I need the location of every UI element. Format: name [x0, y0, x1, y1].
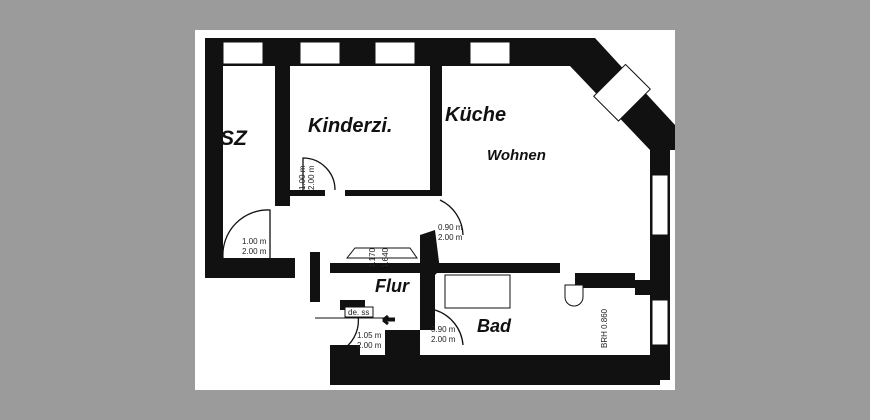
entry-sign-text: de. ss: [348, 308, 369, 317]
dim-wohnen-w: 0.90 m: [438, 223, 463, 232]
dim-entry-w: 1.05 m: [357, 331, 382, 340]
dim-entry-h: 2.00 m: [357, 341, 382, 350]
room-label-kinderzimmer: Kinderzi.: [308, 115, 392, 137]
dim-window-bad: BRH 0.860: [600, 308, 609, 348]
floor-plan-drawing: SZ Kinderzi. Küche Wohnen Flur Bad 1.00 …: [205, 38, 675, 385]
dim-sz-h: 2.00 m: [242, 247, 267, 256]
dim-wohnen-h: 2.00 m: [438, 233, 463, 242]
windows: [222, 41, 669, 346]
dim-kinder-h: 2.00 m: [307, 165, 316, 190]
bathtub: [444, 274, 511, 309]
dim-niche-a: 1.170: [368, 247, 377, 268]
dim-sz-w: 1.00 m: [242, 237, 267, 246]
room-label-kueche: Küche: [445, 104, 506, 126]
dim-niche-b: 1.640: [381, 247, 390, 268]
fixtures: [345, 63, 651, 309]
entry-sign: [344, 306, 374, 318]
sink: [345, 247, 418, 259]
floor-plan: SZ Kinderzi. Küche Wohnen Flur Bad 1.00 …: [195, 30, 675, 390]
room-label-flur: Flur: [375, 276, 410, 296]
stove: [593, 63, 651, 122]
room-label-bad: Bad: [477, 316, 512, 336]
room-label-sz: SZ: [220, 127, 248, 150]
room-label-wohnen: Wohnen: [487, 147, 546, 164]
dim-bad-h: 2.00 m: [431, 335, 456, 344]
entrance-arrow-icon: [382, 314, 395, 326]
dim-kinder-w: 1.00 m: [298, 165, 307, 190]
toilet: [564, 284, 584, 307]
dim-bad-w: 0.90 m: [431, 325, 456, 334]
